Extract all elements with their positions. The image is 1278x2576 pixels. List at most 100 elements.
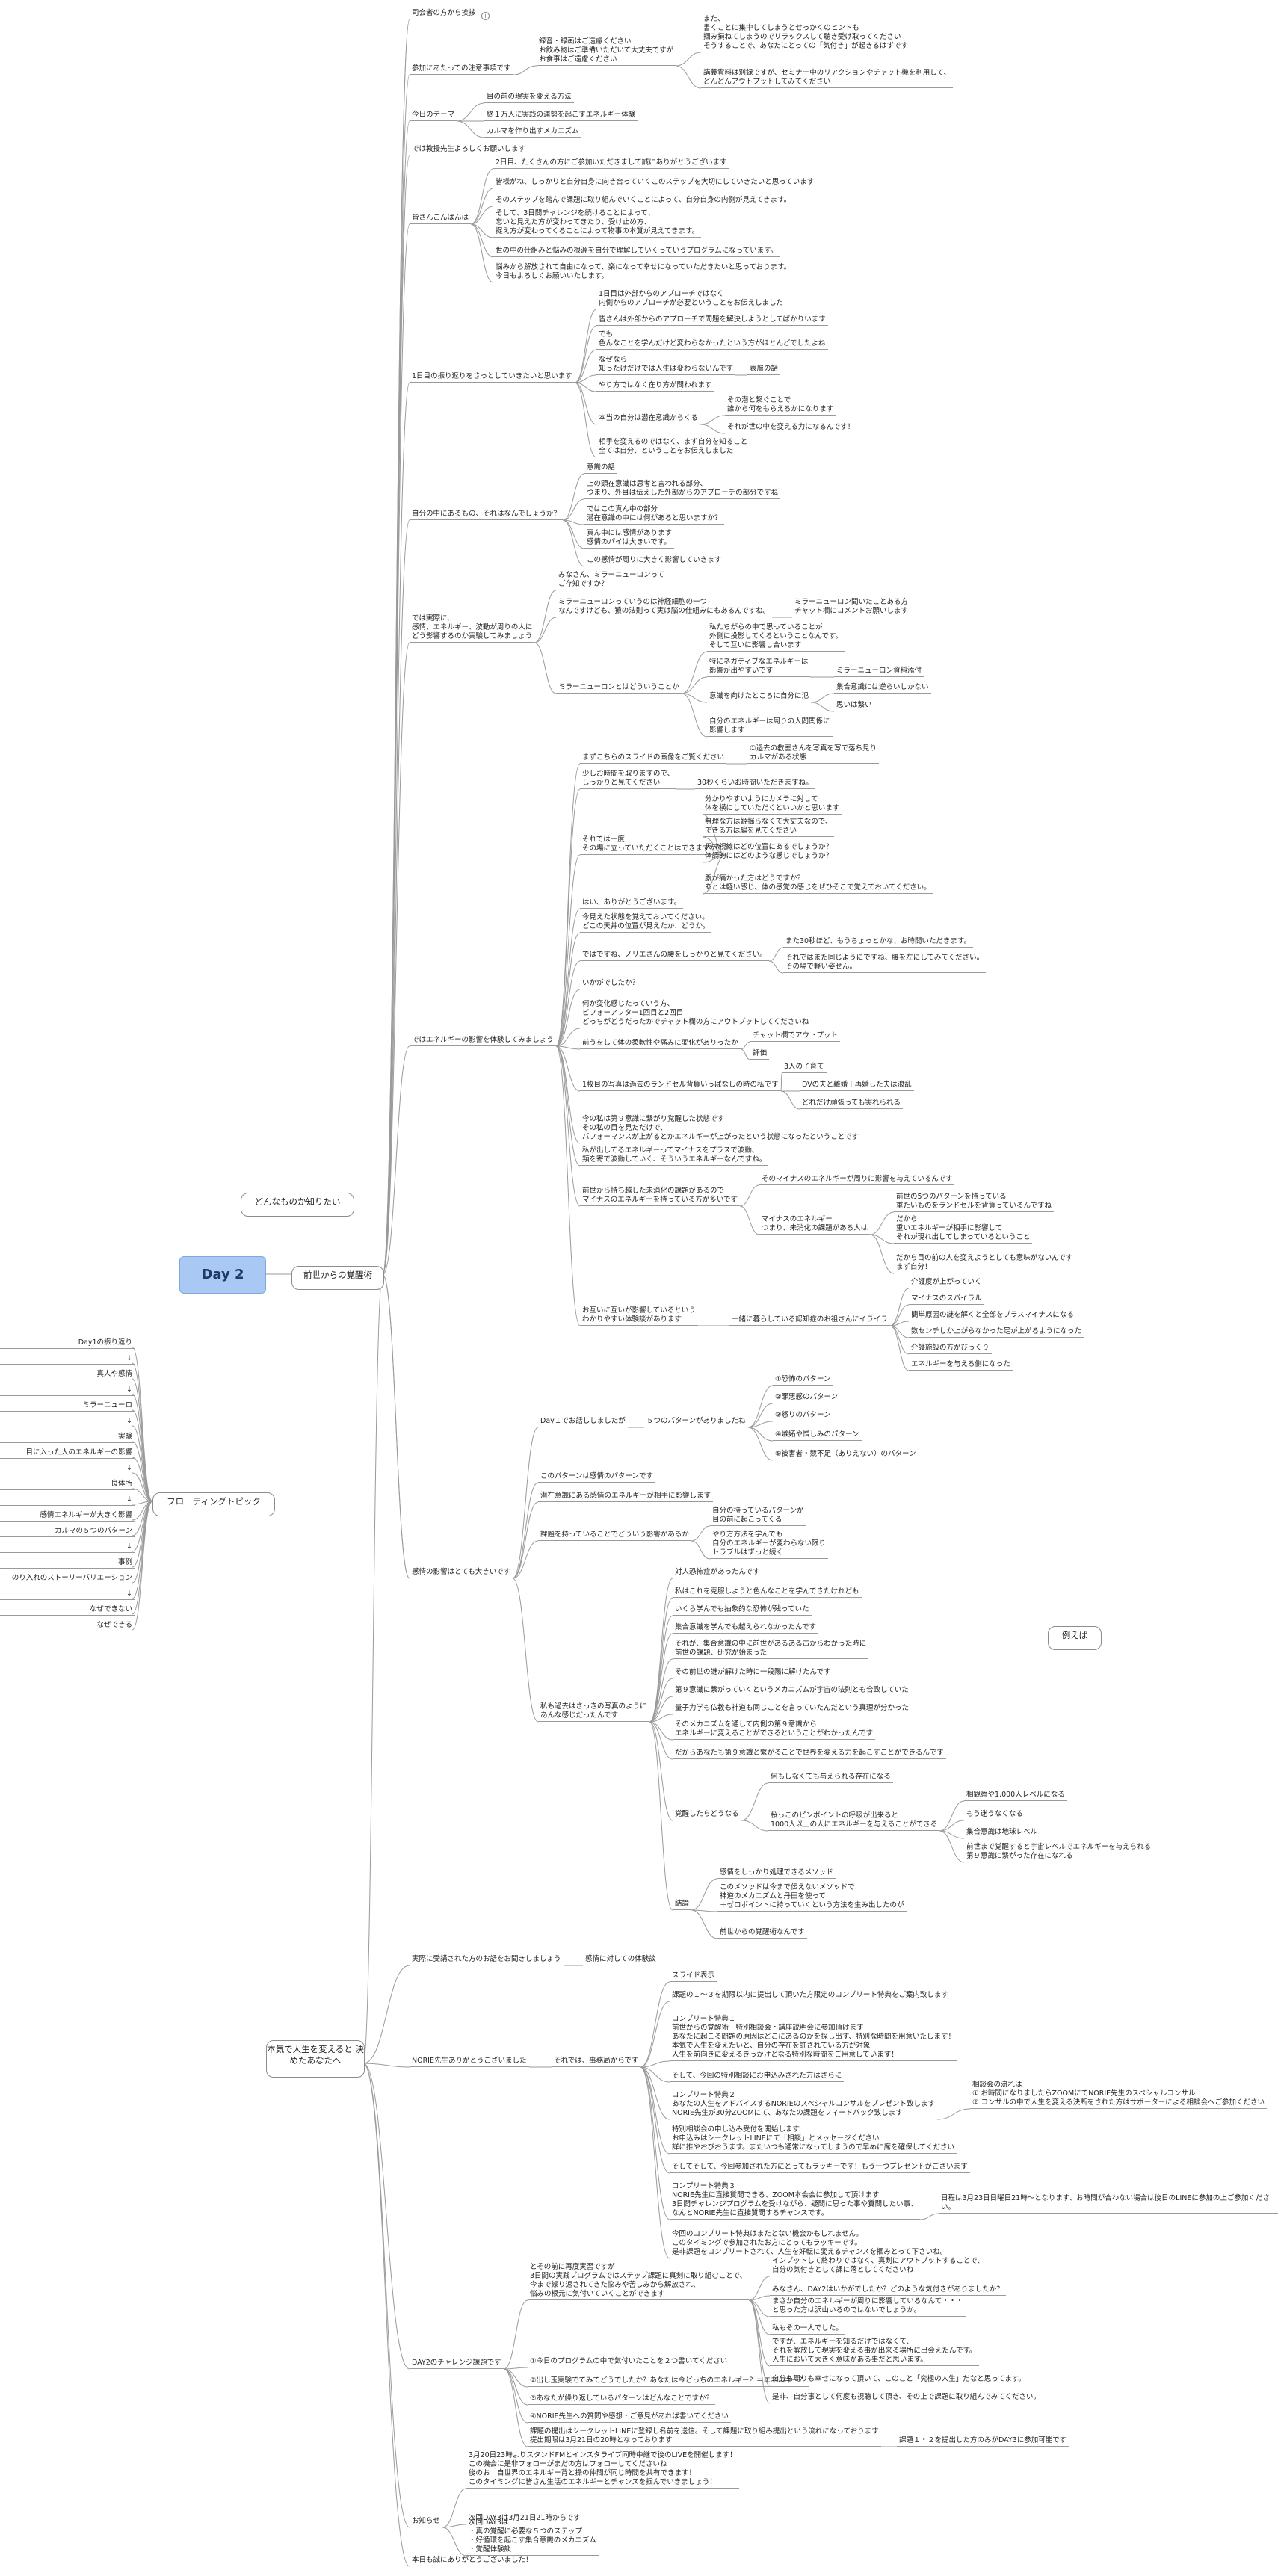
connector <box>574 325 597 383</box>
connector <box>503 2368 528 2424</box>
connector <box>132 1501 153 1631</box>
node-t10e2: 私はこれを克服しようと色んなことを学んできたけれども <box>673 1587 862 1598</box>
connector <box>574 382 597 458</box>
connector <box>768 947 784 962</box>
node-t12a4: そして、今回の特別相談にお申込みされた方はさらに <box>670 2072 845 2082</box>
node-t12a6: 特別相談会の申し込み受付を開始します お申込みはシークレットLINEにて「相談」… <box>670 2125 957 2154</box>
connector <box>555 1045 581 1207</box>
root-node-day2[interactable]: Day 2 <box>179 1256 266 1294</box>
connector <box>362 1274 383 2064</box>
connector <box>574 349 597 383</box>
node-t10a: Day１でお話ししましたが <box>538 1417 628 1427</box>
node-t10c: 潜在意識にある感情のエネルギーが相手に影響します <box>538 1492 714 1502</box>
connector <box>640 2066 670 2220</box>
node-t10e3: いくら学んでも抽象的な恐怖が残っていた <box>673 1605 812 1616</box>
connector <box>889 1325 910 1371</box>
connector <box>700 415 726 425</box>
connector <box>691 1540 711 1560</box>
connector <box>649 1678 673 1723</box>
node-t9c3: 天井視線はどの位置にあるでしょうか？ 体調的にはどのような感じでしょうか？ <box>703 843 836 862</box>
connector <box>747 1421 774 1428</box>
connector <box>132 1409 153 1502</box>
floating-item: ↓ <box>0 1417 135 1427</box>
node-t5: 皆さんこんばんは <box>410 214 472 224</box>
node-t9: ではエネルギーの影響を体験してみましょう <box>410 1036 556 1046</box>
node-t4: では教授先生よろしくお願いします <box>410 145 528 155</box>
expand-icon[interactable]: + <box>481 12 490 20</box>
floating-item: 実験 <box>0 1433 135 1443</box>
connector <box>132 1378 153 1502</box>
node-t10e9: そのメカニズムを通して内側の第９意識から エネルギーに変えることができるというこ… <box>673 1720 876 1740</box>
connector <box>362 2063 410 2528</box>
node-t3a: 目の前の現実を変える方法 <box>484 93 574 103</box>
node-t9j1: 3人の子育て <box>782 1063 827 1073</box>
connector <box>936 2108 971 2120</box>
floating-item: ↓ <box>0 1386 135 1396</box>
connector <box>740 1048 751 1060</box>
node-t10e11b3: 集合意識は地球レベル <box>964 1828 1040 1838</box>
node-t14: お知らせ <box>410 2517 442 2527</box>
node-t5a: 2日目、たくさんの方にご参加いただきまして誠にありがとうございます <box>493 158 729 169</box>
connector <box>691 1878 718 1911</box>
connector <box>442 2527 467 2557</box>
connector <box>748 2276 771 2301</box>
node-t2a2: 講義資料は別録ですが、セミナー中のリアクションやチャット機を利用して、 どんどん… <box>701 69 953 88</box>
node-t12a1: スライド表示 <box>670 1971 717 1982</box>
node-t9n1d: 数センチしか上がらなかった足が上がるようになった <box>909 1327 1084 1338</box>
node-t9m: 前世から持ち越した未消化の課題があるので マイナスのエネルギーを持っている方が多… <box>580 1187 741 1206</box>
node-t9d: はい、ありがとうございます。 <box>580 898 684 909</box>
node-t9n1a: 介護度が上がっていく <box>909 1278 984 1288</box>
connector <box>869 1234 895 1244</box>
connector <box>512 1540 539 1579</box>
node-t3: 今日のテーマ <box>410 111 457 121</box>
connector <box>640 2060 670 2068</box>
connector <box>534 642 557 694</box>
connector <box>456 120 485 138</box>
node-t10d: 課題を持っていることでどういう影響があるか <box>538 1531 691 1541</box>
connector <box>780 1072 782 1092</box>
connector <box>132 1501 153 1584</box>
node-t9n1e: 介護施設の方がびっくり <box>909 1344 992 1354</box>
branch-want-to-know[interactable]: どんなものか知りたい <box>241 1193 354 1217</box>
connector <box>768 960 784 974</box>
node-t10a1d: ④嫉妬や憎しみのパターン <box>773 1430 862 1441</box>
connector <box>562 519 585 567</box>
node-t10: 感情の影響はとても大きいです <box>410 1568 513 1578</box>
branch-floating-topic[interactable]: フローティングトピック <box>152 1492 275 1516</box>
node-t10a1b: ②罪悪感のパターン <box>773 1393 841 1403</box>
connector <box>740 1041 751 1050</box>
node-t9c: それでは一度 その場に立っていただくことはできますか？ <box>580 835 726 855</box>
node-t8a: みなさん、ミラーニューロンって ご存知ですか？ <box>556 571 667 590</box>
node-t13f1: 課題１・２を提出した方のみがDAY3に参加可能です <box>897 2436 1069 2447</box>
node-t14b: 次回DAY3は3月21日21時からです <box>466 2514 583 2524</box>
side-label-example[interactable]: 例えば <box>1048 1626 1102 1650</box>
connector <box>132 1441 153 1502</box>
node-t5d: そして、3日間チャレンジを続けることによって、 忘いと見えた方が変わってきたり、… <box>493 209 702 238</box>
connector <box>649 1658 673 1723</box>
connector <box>574 382 597 392</box>
connector <box>562 498 585 521</box>
branch-kakusei[interactable]: 前世からの覚醒術 <box>291 1266 384 1290</box>
connector <box>362 2063 410 2068</box>
connector <box>132 1394 153 1502</box>
node-t6f1: その潜と繋ぐことで 誰から何をもらえるかになります <box>725 396 836 416</box>
node-t9b: 少しお時間を取りますので、 しっかりと見てください <box>580 770 677 789</box>
connector <box>470 206 494 225</box>
floating-item: なぜできる <box>0 1621 135 1631</box>
floating-item: 事例 <box>0 1558 135 1569</box>
connector <box>700 424 726 434</box>
node-t2a: 録音・録画はご遠慮ください お飲み物はご準備いただいて大丈夫ですが お食事はご遠… <box>537 37 676 66</box>
connector <box>534 617 557 643</box>
connector <box>675 52 702 67</box>
connector <box>382 1274 410 1579</box>
branch-new-self[interactable]: 本気で人生を変えると 決めたあなたへ <box>266 2040 365 2078</box>
node-t13b: ①今日のプログラムの中で気付いたことを２つ書いてください <box>528 2357 730 2367</box>
connector <box>512 1482 539 1579</box>
node-t10e11b2: もう迷うなくなる <box>964 1810 1025 1820</box>
connector <box>382 519 410 1276</box>
connector <box>574 309 597 383</box>
connector <box>649 1633 673 1723</box>
connector <box>691 1909 718 1939</box>
connector <box>512 1578 539 1723</box>
node-t10a1a: ①恐怖のパターン <box>773 1375 833 1386</box>
